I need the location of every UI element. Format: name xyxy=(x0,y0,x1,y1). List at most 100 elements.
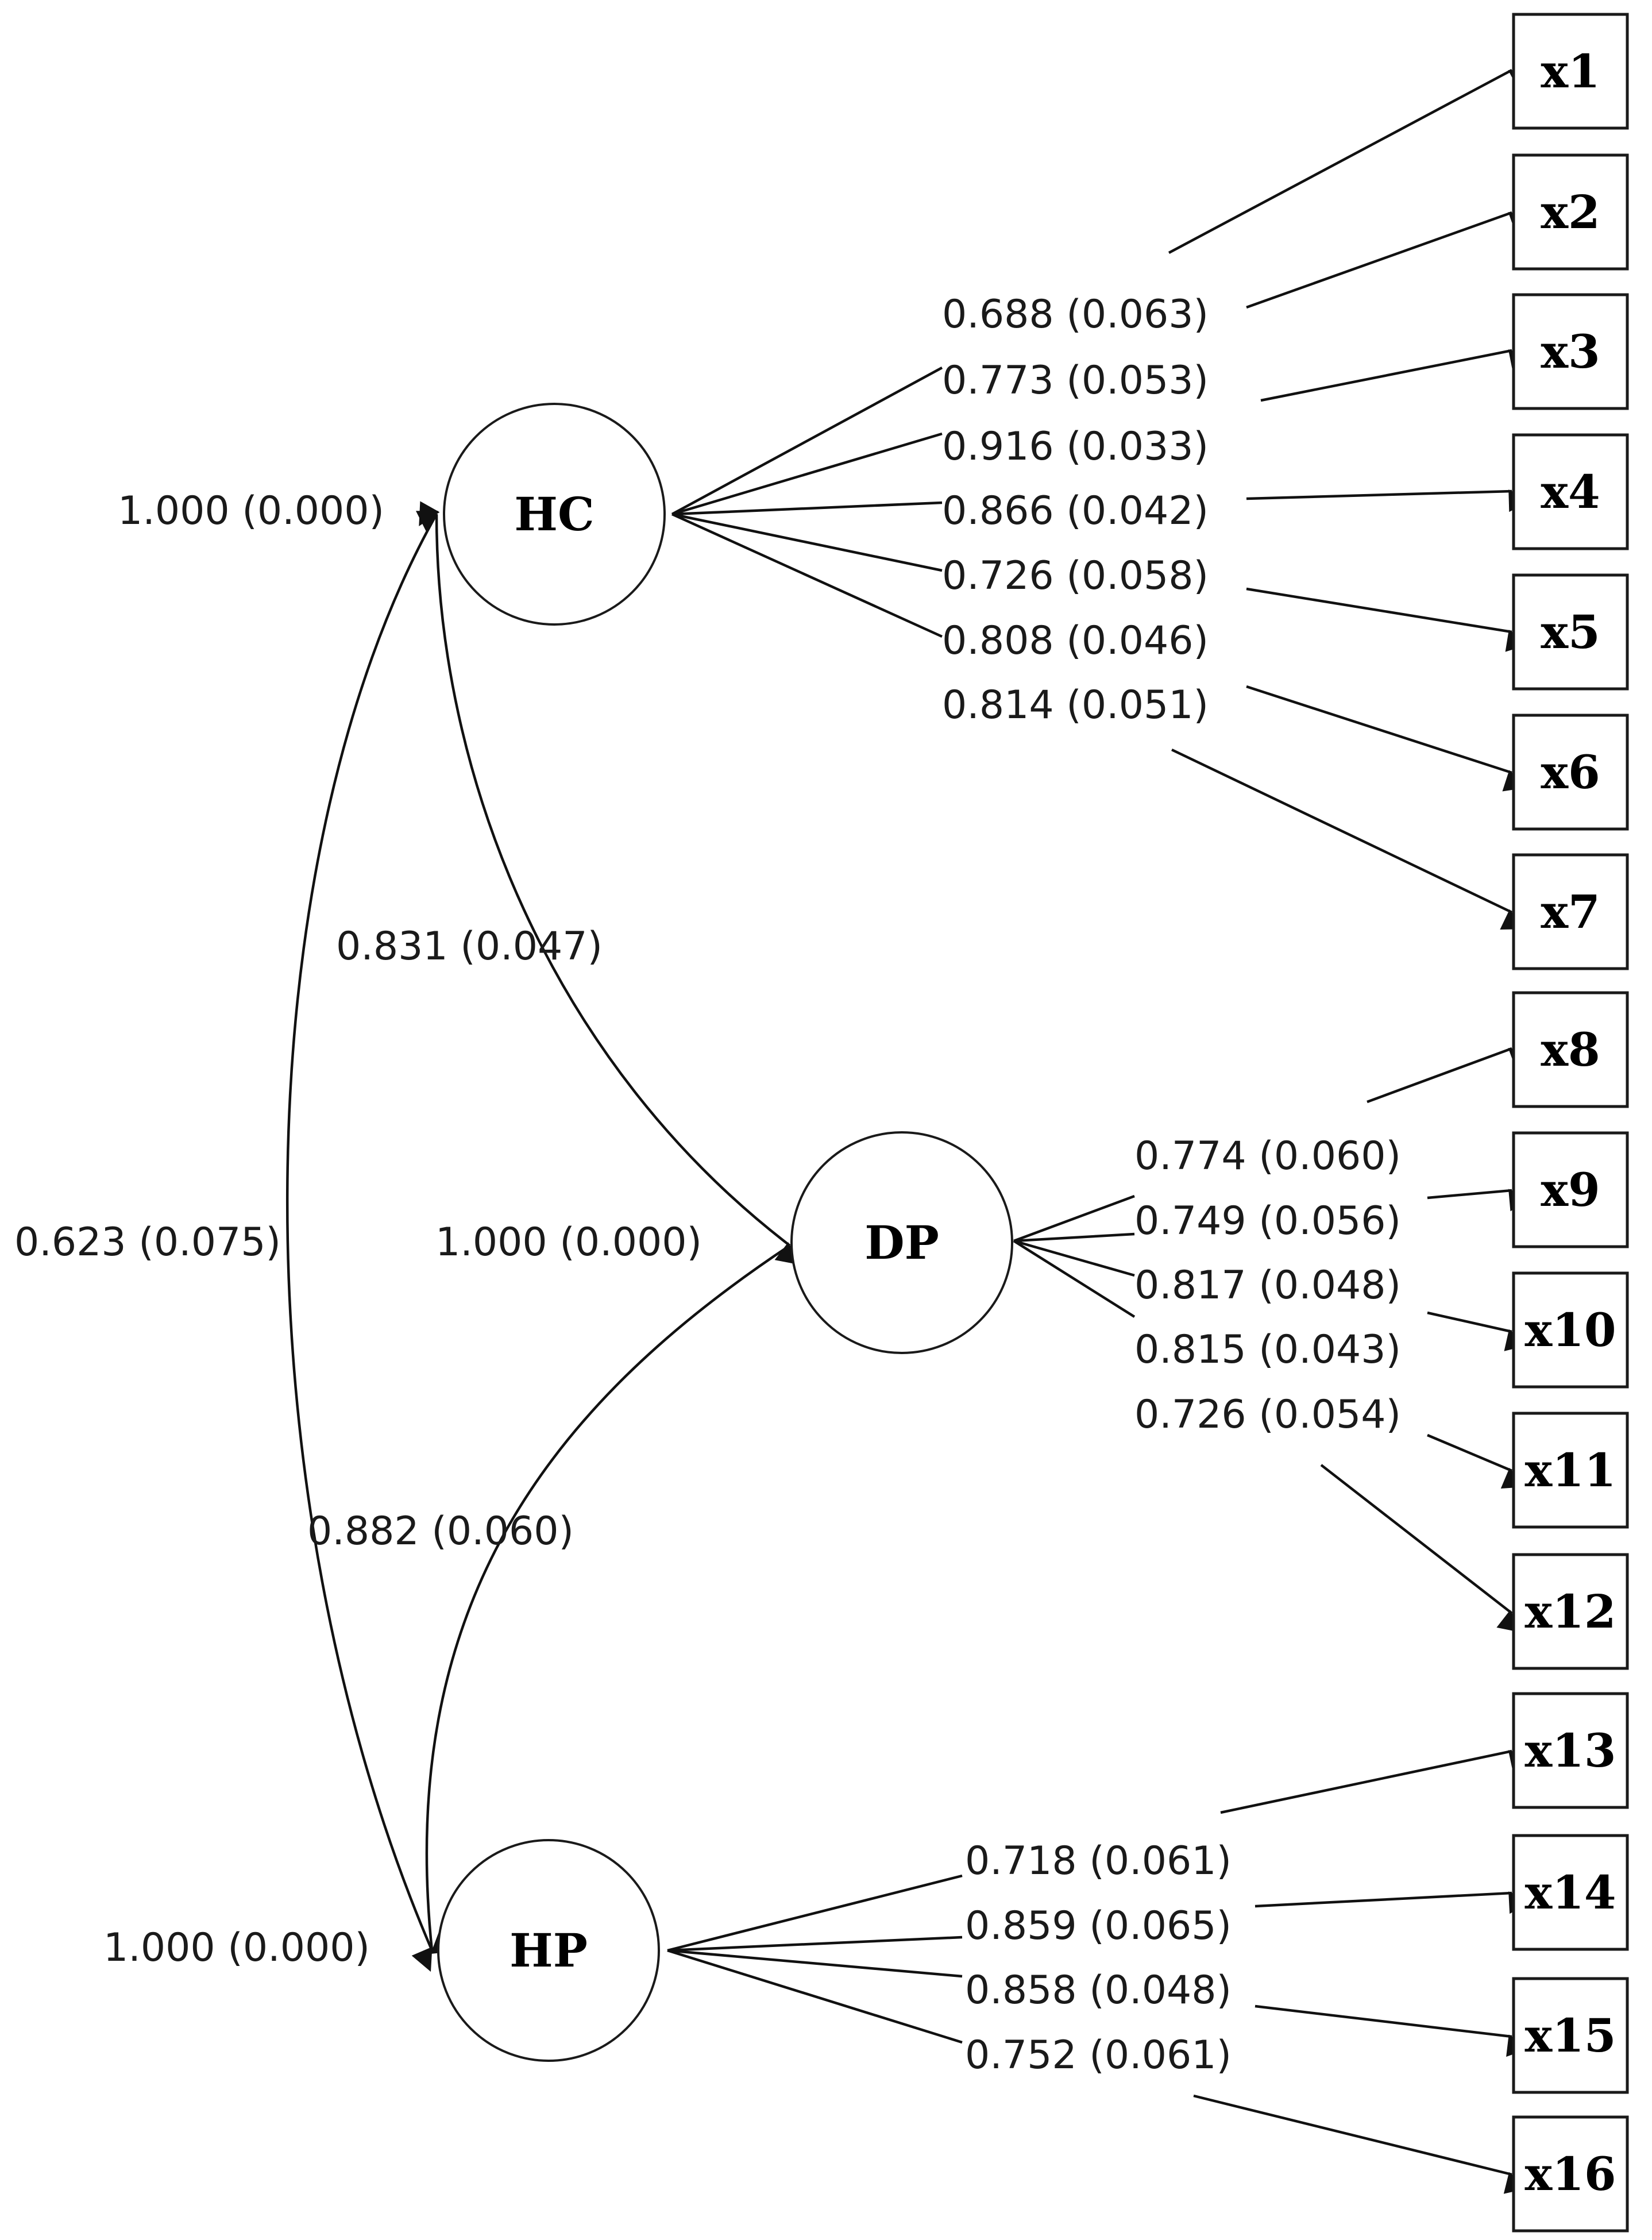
correlation-paths xyxy=(286,501,811,1972)
dp-x12-near xyxy=(1013,1240,1136,1318)
indicator-x6-label: x6 xyxy=(1541,745,1600,799)
loading-label-x10: 0.817 (0.048) xyxy=(1134,1263,1401,1308)
indicator-x3-box xyxy=(1512,293,1629,410)
hc-x7-far xyxy=(1171,748,1525,930)
loading-label-x14: 0.859 (0.065) xyxy=(965,1903,1232,1949)
dp-x9-near xyxy=(1013,1194,1135,1243)
loading-label-x5: 0.726 (0.058) xyxy=(942,553,1209,599)
correlation-label-hc-dp: 0.831 (0.047) xyxy=(336,924,603,969)
dp-x11-far xyxy=(1427,1433,1526,1489)
latent-hc-label: HC xyxy=(514,487,594,541)
loading-lines-near xyxy=(667,367,1136,2044)
hc-x2-far xyxy=(1246,211,1533,309)
hc-x5-far xyxy=(1246,587,1530,652)
hc-x6-far xyxy=(1246,685,1527,792)
indicator-boxes: x1 x2 x3 x4 x5 x6 x7 x8 xyxy=(1512,13,1629,2233)
indicator-x15-box xyxy=(1512,1977,1629,2094)
indicator-x15-label: x15 xyxy=(1524,2008,1616,2062)
corr-hp-dp-path xyxy=(425,1243,811,1954)
indicator-x16-box xyxy=(1512,2115,1629,2233)
latent-hp: HP xyxy=(437,1839,660,2062)
hc-x6-near xyxy=(671,512,943,638)
indicator-x14: x14 xyxy=(1512,1834,1629,1951)
loading-label-x9: 0.749 (0.056) xyxy=(1134,1198,1401,1244)
hp-x14-near xyxy=(667,1936,963,1952)
indicator-x12-label: x12 xyxy=(1524,1584,1616,1638)
indicator-x8-label: x8 xyxy=(1541,1023,1600,1077)
loading-label-x3: 0.916 (0.033) xyxy=(942,424,1209,469)
indicator-x5: x5 xyxy=(1512,573,1629,691)
indicator-x9-label: x9 xyxy=(1541,1163,1600,1217)
hp-x15-near xyxy=(667,1949,963,1978)
hp-x16-far xyxy=(1193,2094,1529,2194)
correlation-label-hc-hp: 0.623 (0.075) xyxy=(14,1220,281,1265)
loading-label-x4: 0.866 (0.042) xyxy=(942,488,1209,534)
dp-x12-far xyxy=(1320,1464,1522,1633)
latent-hc-circle xyxy=(443,403,666,626)
indicator-x7-box xyxy=(1512,853,1629,970)
indicator-x10-label: x10 xyxy=(1524,1303,1616,1357)
indicator-x7-label: x7 xyxy=(1541,885,1600,939)
latent-hc: HC xyxy=(443,403,666,626)
loading-labels: 0.688 (0.063) 0.773 (0.053) 0.916 (0.033… xyxy=(942,292,1401,2078)
latent-hp-label: HP xyxy=(510,1923,588,1977)
loading-label-x8: 0.774 (0.060) xyxy=(1134,1134,1401,1179)
indicator-x9-box xyxy=(1512,1131,1629,1248)
latent-dp: DP xyxy=(790,1131,1013,1354)
indicator-x13-label: x13 xyxy=(1524,1724,1616,1778)
hc-x4-far xyxy=(1246,489,1531,512)
latent-hp-circle xyxy=(437,1839,660,2062)
variance-label-hc: 1.000 (0.000) xyxy=(118,488,384,534)
indicator-x4-box xyxy=(1512,433,1629,550)
variance-label-hp: 1.000 (0.000) xyxy=(103,1925,370,1971)
hp-x15-far xyxy=(1255,2004,1530,2057)
dp-x9-far xyxy=(1427,1189,1532,1212)
latent-nodes: HC DP HP xyxy=(437,403,1013,2062)
dp-x11-near xyxy=(1013,1239,1135,1277)
indicator-x3-label: x3 xyxy=(1541,325,1600,379)
hp-x16-near xyxy=(667,1949,963,2044)
indicator-x1: x1 xyxy=(1512,13,1629,130)
correlation-label-hp-dp: 0.882 (0.060) xyxy=(307,1509,574,1554)
indicator-x2-label: x2 xyxy=(1541,185,1600,239)
indicator-x5-box xyxy=(1512,573,1629,691)
indicator-x10-box xyxy=(1512,1271,1629,1389)
indicator-x4: x4 xyxy=(1512,433,1629,550)
indicator-x11: x11 xyxy=(1512,1412,1629,1529)
loading-label-x13: 0.718 (0.061) xyxy=(965,1838,1232,1884)
indicator-x12: x12 xyxy=(1512,1553,1629,1670)
indicator-x2-box xyxy=(1512,153,1629,271)
dp-x10-far xyxy=(1427,1311,1529,1351)
indicator-x1-box xyxy=(1512,13,1629,130)
hc-x5-near xyxy=(671,512,943,572)
variance-label-dp: 1.000 (0.000) xyxy=(435,1220,702,1265)
latent-dp-label: DP xyxy=(864,1216,939,1270)
hc-x2-near xyxy=(671,367,943,515)
loading-label-x16: 0.752 (0.061) xyxy=(965,2033,1232,2078)
indicator-x2: x2 xyxy=(1512,153,1629,271)
hp-x13-near xyxy=(667,1874,963,1952)
dp-x10-near xyxy=(1013,1232,1135,1243)
loading-label-x6: 0.808 (0.046) xyxy=(942,618,1209,664)
latent-dp-circle xyxy=(790,1131,1013,1354)
indicator-x4-label: x4 xyxy=(1541,465,1600,519)
loading-label-x2: 0.773 (0.053) xyxy=(942,358,1209,403)
corr-hc-dp-path xyxy=(415,511,800,1265)
loading-label-x11: 0.815 (0.043) xyxy=(1134,1327,1401,1372)
indicator-x16-label: x16 xyxy=(1524,2147,1616,2201)
hp-x14-far xyxy=(1255,1891,1532,1914)
loading-label-x1: 0.688 (0.063) xyxy=(942,292,1209,337)
indicator-x7: x7 xyxy=(1512,853,1629,970)
hc-x3-near xyxy=(671,432,943,516)
variance-labels: 1.000 (0.000) 1.000 (0.000) 1.000 (0.000… xyxy=(103,488,702,1971)
indicator-x8: x8 xyxy=(1512,991,1629,1108)
hc-x1-far xyxy=(1168,69,1534,254)
indicator-x3: x3 xyxy=(1512,293,1629,410)
indicator-x15: x15 xyxy=(1512,1977,1629,2094)
indicator-x14-label: x14 xyxy=(1524,1865,1616,1919)
indicator-x6: x6 xyxy=(1512,714,1629,831)
indicator-x6-box xyxy=(1512,714,1629,831)
indicator-x11-box xyxy=(1512,1412,1629,1529)
corr-hc-hp-path xyxy=(286,501,440,1972)
